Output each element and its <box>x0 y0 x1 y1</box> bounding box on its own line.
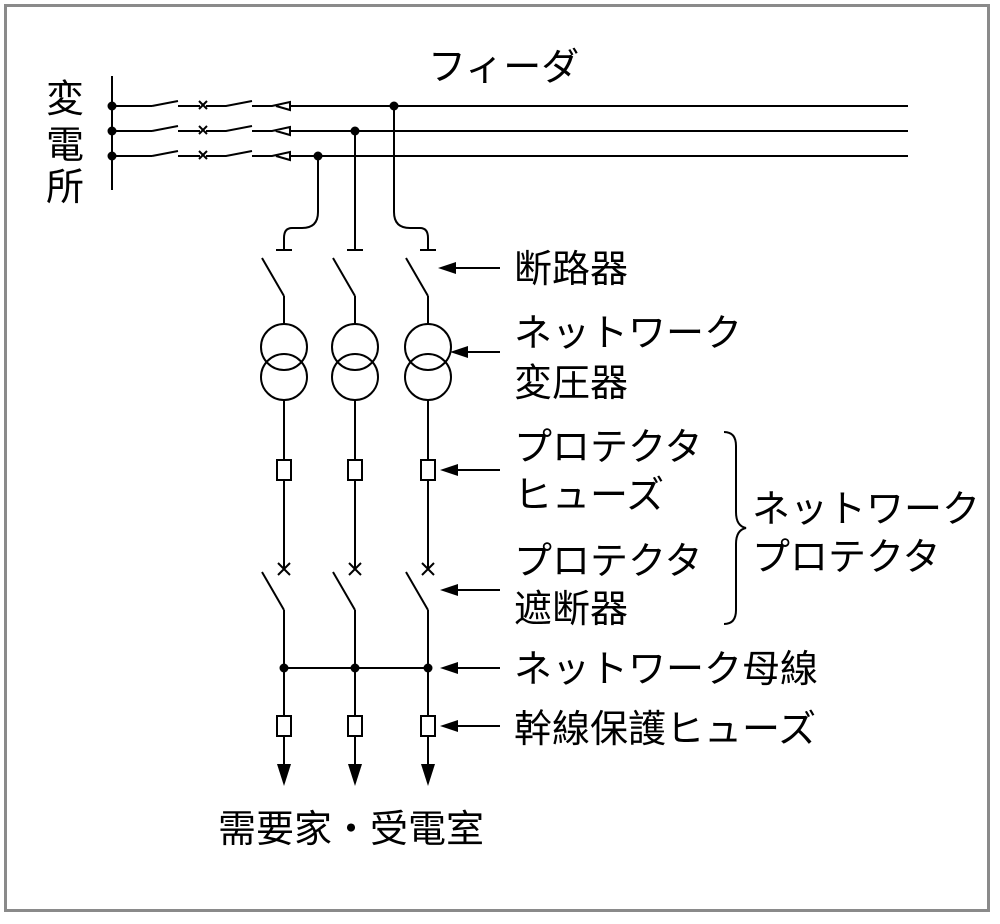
protector-breaker-label-1: プロテクタ <box>514 539 702 583</box>
feeder-breaker-marks <box>198 100 208 160</box>
label-pointers <box>438 262 500 732</box>
protector-fuse-left <box>276 459 292 481</box>
protector-fuse-middle <box>347 459 363 481</box>
protector-fuse-right <box>420 459 436 481</box>
protector-fuse-label-2: ヒューズ <box>514 473 664 517</box>
arrow-left <box>277 764 291 786</box>
trunk-fuse-label: 幹線保護ヒューズ <box>514 707 816 751</box>
network-transformer-label-2: 変圧器 <box>514 361 628 405</box>
protector-breaker-right <box>405 571 429 611</box>
branch-middle <box>331 257 379 786</box>
network-protector-label-2: プロテクタ <box>752 535 940 579</box>
arrow-right <box>421 764 435 786</box>
transformer-middle-secondary <box>331 353 379 401</box>
trunk-fuse-middle <box>347 715 363 737</box>
disconnector-left <box>261 257 285 297</box>
transformer-right-secondary <box>404 353 452 401</box>
substation-char-3: 所 <box>46 165 84 209</box>
protector-breaker-middle <box>332 571 356 611</box>
bus-dot-2 <box>107 126 117 136</box>
feeder-1-switches <box>112 100 291 112</box>
disconnector-right <box>405 257 429 297</box>
consumers-label: 需要家・受電室 <box>218 807 484 851</box>
network-transformer-label-1: ネットワーク <box>514 311 742 355</box>
trunk-fuse-right <box>420 715 436 737</box>
feeder-label: フィーダ <box>428 45 579 89</box>
disconnector-middle <box>332 257 356 297</box>
transformer-right-primary <box>404 323 452 371</box>
bus-dot-3 <box>107 151 117 161</box>
bus-dot-1 <box>107 101 117 111</box>
transformer-left-secondary <box>260 353 308 401</box>
protector-breaker-left <box>261 571 285 611</box>
feeder-2-switches <box>112 125 291 137</box>
network-protector-brace <box>723 431 747 625</box>
tap-right <box>393 106 429 250</box>
protector-fuse-label-1: プロテクタ <box>514 425 702 469</box>
branch-left <box>260 257 308 786</box>
transformer-left-primary <box>260 323 308 371</box>
disconnector-label: 断路器 <box>514 247 628 291</box>
tap-left <box>283 156 319 250</box>
trunk-fuse-left <box>276 715 292 737</box>
protector-breaker-label-2: 遮断器 <box>514 587 628 631</box>
feeder-taps <box>276 106 436 251</box>
network-protector-label-1: ネットワーク <box>752 487 980 531</box>
substation-char-1: 変 <box>46 77 84 121</box>
branch-right <box>404 257 452 786</box>
substation-char-2: 電 <box>46 123 84 167</box>
feeder-lines <box>107 100 908 162</box>
feeder-3-switches <box>112 150 291 162</box>
transformer-middle-primary <box>331 323 379 371</box>
network-bus-label: ネットワーク母線 <box>514 647 818 691</box>
arrow-middle <box>348 764 362 786</box>
